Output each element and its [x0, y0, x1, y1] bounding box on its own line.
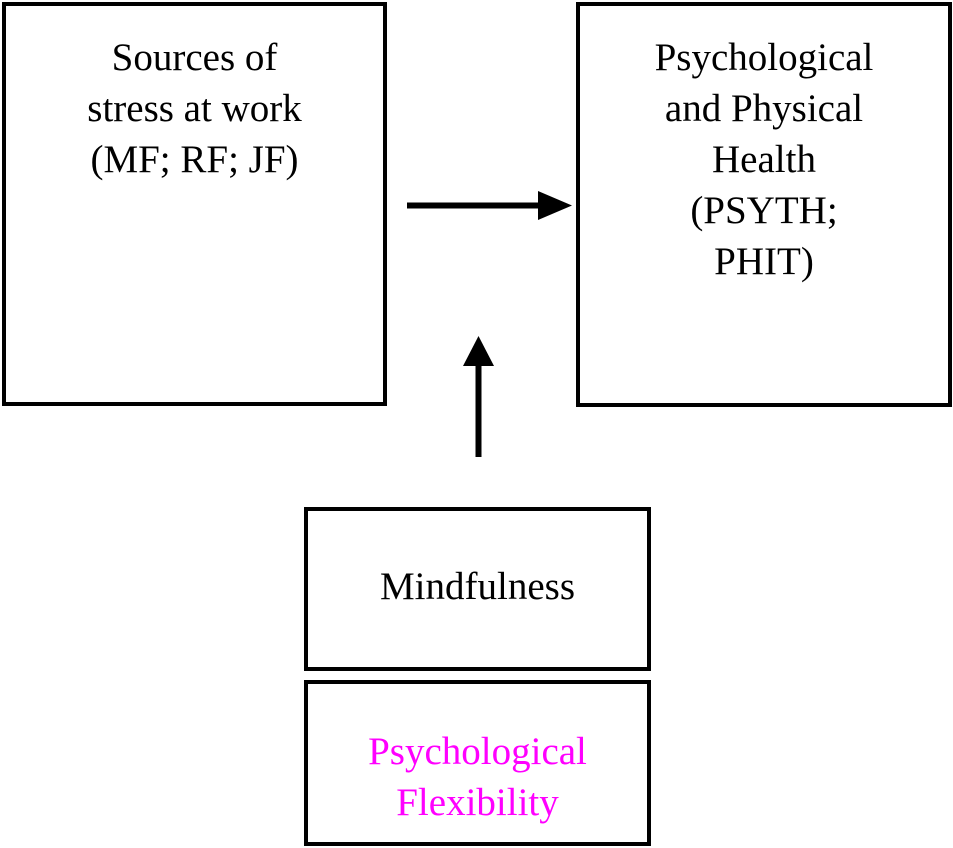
arrow-head	[463, 336, 494, 366]
node-psychological-and-physical-health-label: Psychological and Physical Health (PSYTH…	[654, 36, 874, 283]
arrow-head	[538, 191, 572, 220]
node-sources-of-stress[interactable]: Sources of stress at work (MF; RF; JF)	[2, 2, 387, 406]
arrow-moderator-to-health-icon	[463, 336, 494, 457]
node-psychological-flexibility-label: Psychological Flexibility	[368, 730, 587, 824]
node-mindfulness-label: Mindfulness	[380, 565, 575, 608]
node-psychological-flexibility[interactable]: Psychological Flexibility	[304, 680, 651, 846]
node-psychological-and-physical-health[interactable]: Psychological and Physical Health (PSYTH…	[576, 2, 952, 407]
arrow-stress-to-health-icon	[407, 191, 572, 220]
node-sources-of-stress-label: Sources of stress at work (MF; RF; JF)	[87, 36, 302, 181]
node-mindfulness[interactable]: Mindfulness	[304, 507, 651, 671]
